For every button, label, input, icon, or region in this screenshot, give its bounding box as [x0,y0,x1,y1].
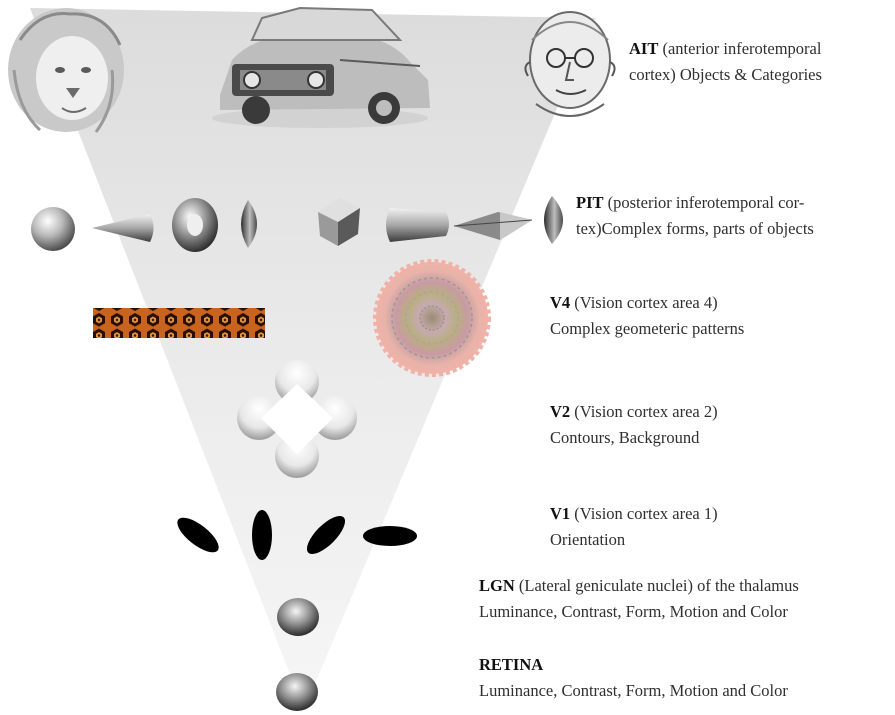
pit-full: (posterior inferotemporal cor- [604,193,805,212]
ait-abbr: AIT [629,39,658,58]
v1-full: (Vision cortex area 1) [570,504,717,523]
ait-label: AIT (anterior inferotemporal cortex) Obj… [629,36,822,88]
retina-abbr: RETINA [479,655,543,674]
v1-label: V1 (Vision cortex area 1) Orientation [550,501,718,553]
pit-description: tex)Complex forms, parts of objects [576,216,814,242]
hexagon-pattern-icon [93,308,265,338]
sphere-icon [31,207,75,251]
pit-label: PIT (posterior inferotemporal cor- tex)C… [576,190,814,242]
lgn-description: Luminance, Contrast, Form, Motion and Co… [479,599,799,625]
tilted-ellipse-icon [172,512,224,559]
v4-full: (Vision cortex area 4) [570,293,717,312]
retina-label: RETINA Luminance, Contrast, Form, Motion… [479,652,788,704]
lgn-abbr: LGN [479,576,515,595]
vertical-ellipse-icon [252,510,272,560]
ait-description: cortex) Objects & Categories [629,62,822,88]
radial-pattern-icon [376,262,488,374]
horizontal-ellipse-icon [363,526,417,546]
lgn-label: LGN (Lateral geniculate nuclei) of the t… [479,573,799,625]
v1-description: Orientation [550,527,718,553]
v4-label: V4 (Vision cortex area 4) Complex geomet… [550,290,744,342]
v4-abbr: V4 [550,293,570,312]
lgn-sphere-icon [277,598,319,636]
ait-full: (anterior inferotemporal [658,39,821,58]
v2-abbr: V2 [550,402,570,421]
v2-full: (Vision cortex area 2) [570,402,717,421]
torus-icon [172,198,218,252]
retina-sphere-icon [276,673,318,711]
v2-label: V2 (Vision cortex area 2) Contours, Back… [550,399,718,451]
half-sphere-icon [544,196,563,244]
retina-description: Luminance, Contrast, Form, Motion and Co… [479,678,788,704]
lgn-full: (Lateral geniculate nuclei) of the thala… [515,576,799,595]
v4-description: Complex geometeric patterns [550,316,744,342]
v1-abbr: V1 [550,504,570,523]
pit-abbr: PIT [576,193,604,212]
v2-description: Contours, Background [550,425,718,451]
lion-sketch-icon [8,8,124,132]
